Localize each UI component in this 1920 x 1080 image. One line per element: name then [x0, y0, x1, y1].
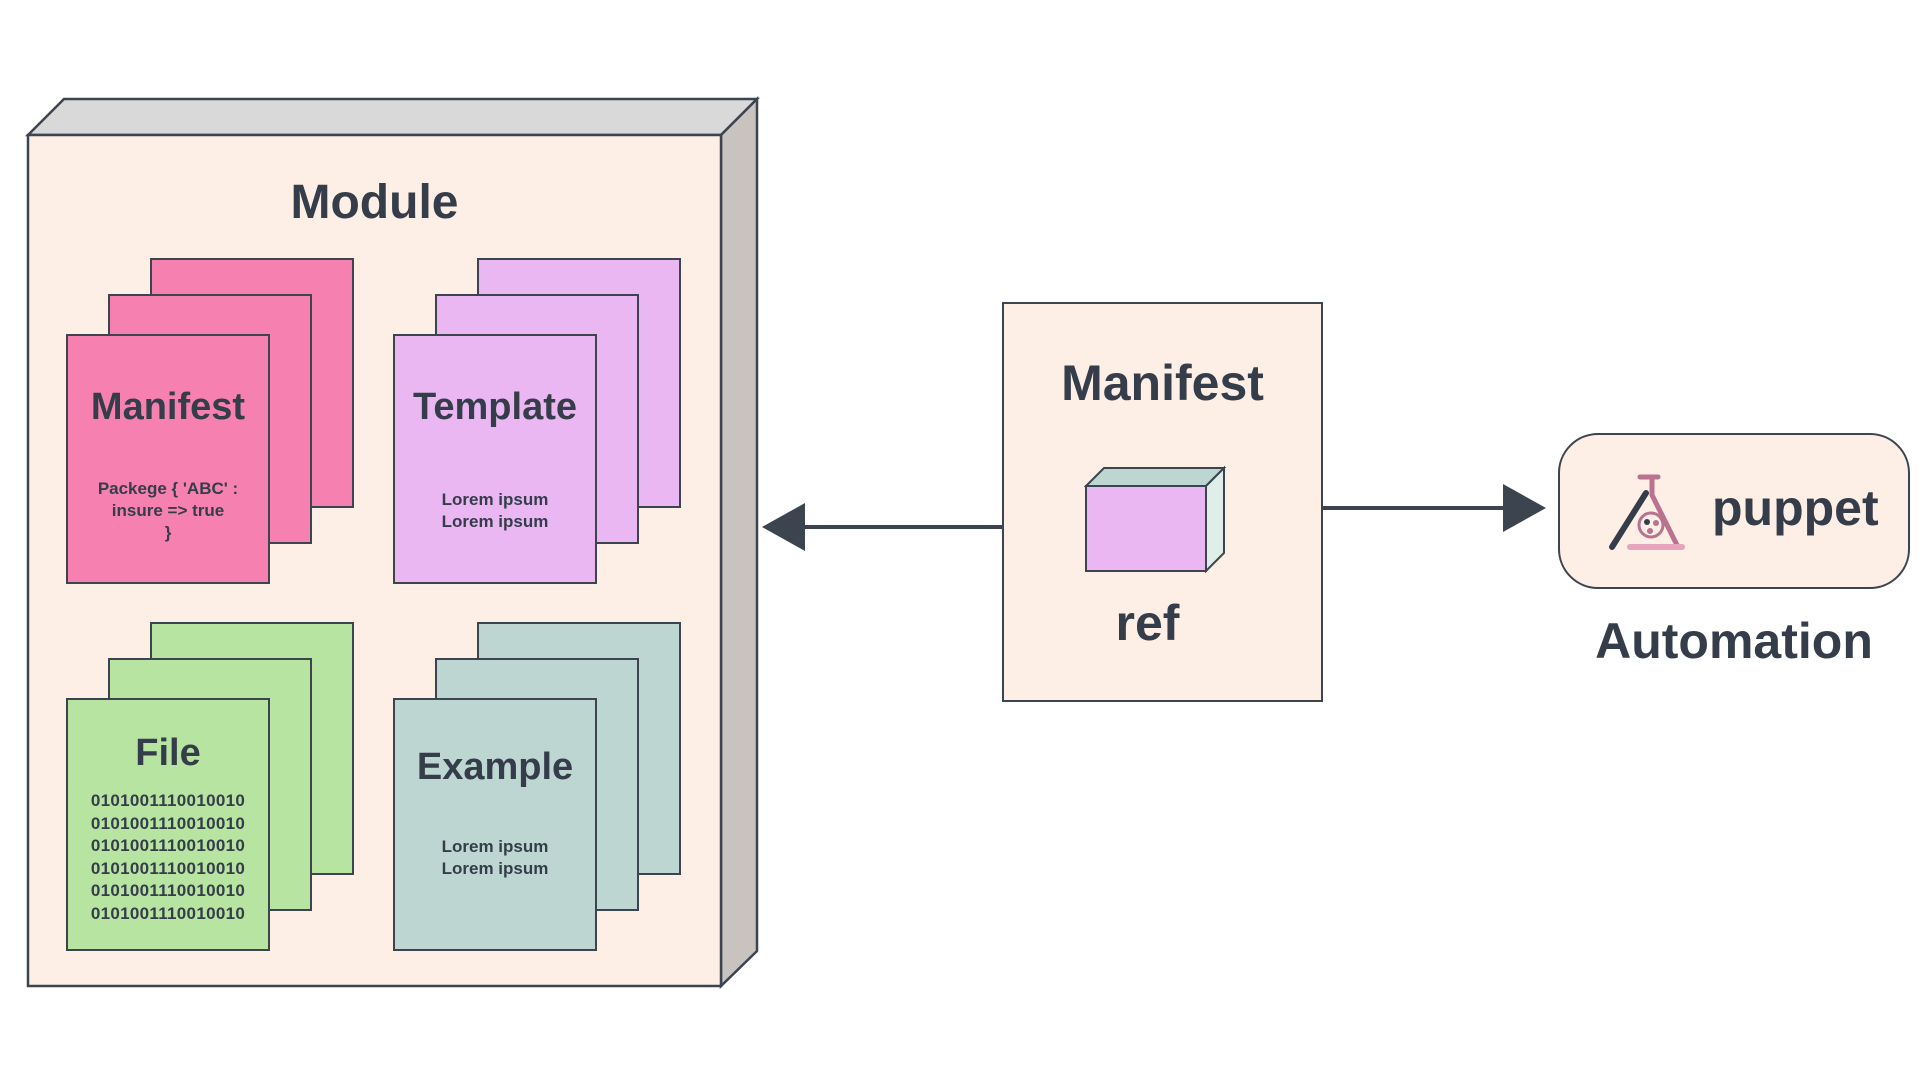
binary-line: 0101001110010010: [90, 903, 246, 923]
manifest-box[interactable]: Manifest ref: [1002, 302, 1323, 702]
example-card-title: Example: [416, 746, 574, 788]
binary-line: 0101001110010010: [90, 881, 246, 900]
manifest-box-title: Manifest: [1061, 355, 1264, 411]
automation-caption: Automation: [1595, 613, 1873, 669]
file-card-title: File: [135, 732, 201, 774]
arrow-to-module-head: [762, 503, 805, 551]
module-title: Module: [290, 176, 459, 229]
ref-cube-icon: [1084, 465, 1227, 574]
arrow-to-puppet-head: [1503, 484, 1546, 532]
puppet-logo-badge[interactable]: puppet: [1558, 433, 1910, 589]
binary-line: 0101001110010010: [90, 791, 246, 810]
manifest-card-front: Manifest Packege { 'ABC' : insure => tru…: [66, 334, 270, 584]
manifest-card-code: Packege { 'ABC' : insure => true }: [68, 478, 268, 544]
ref-label: ref: [1115, 595, 1180, 651]
puppet-logo-text: puppet: [1712, 480, 1879, 536]
text-line: Lorem ipsum: [441, 837, 549, 856]
binary-line: 0101001110010010: [90, 836, 246, 855]
template-card-front: Template Lorem ipsum Lorem ipsum: [393, 334, 597, 584]
example-card-front: Example Lorem ipsum Lorem ipsum: [393, 698, 597, 951]
text-line: Lorem ipsum: [441, 859, 549, 878]
text-line: Lorem ipsum: [441, 490, 549, 509]
text-line: Lorem ipsum: [441, 512, 549, 531]
example-card-text: Lorem ipsum Lorem ipsum: [395, 836, 595, 880]
manifest-card-title: Manifest: [90, 386, 246, 428]
code-line: }: [164, 523, 172, 542]
code-line: insure => true: [111, 501, 225, 520]
binary-line: 0101001110010010: [90, 858, 246, 878]
file-card-binary: 0101001110010010 0101001110010010 010100…: [68, 790, 268, 925]
template-card-title: Template: [412, 386, 577, 428]
template-card-text: Lorem ipsum Lorem ipsum: [395, 489, 595, 533]
binary-line: 0101001110010010: [90, 813, 246, 833]
file-card-front: File 0101001110010010 0101001110010010 0…: [66, 698, 270, 951]
puppet-flask-icon: [1609, 474, 1685, 550]
code-line: Packege { 'ABC' :: [97, 479, 239, 498]
